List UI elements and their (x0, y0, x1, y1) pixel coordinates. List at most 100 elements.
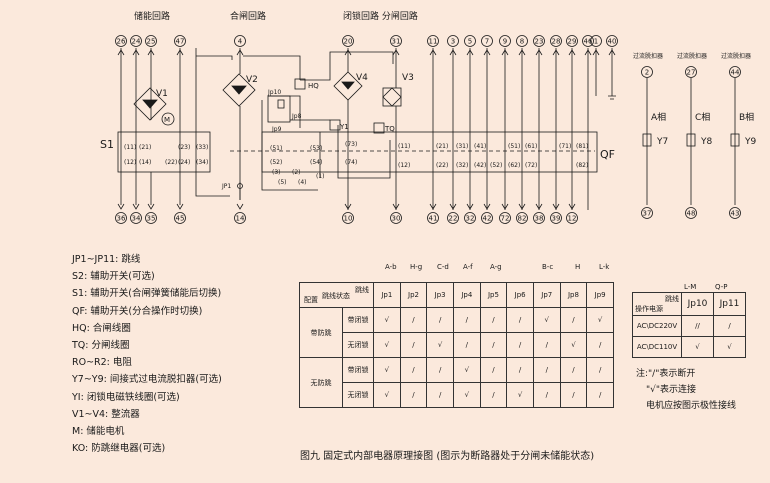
qf-contact-bottom: (12) (398, 162, 410, 169)
terminal-top-9-circle (499, 35, 511, 47)
cell: / (452, 332, 481, 358)
volt-cell: √ (681, 336, 714, 358)
cell: / (506, 307, 534, 333)
terminal-top-11: 11 (429, 38, 438, 46)
terminal-top-9-arrow (501, 49, 509, 56)
volt-head-lm: L-M (684, 283, 697, 291)
oc-bottom-circle (729, 207, 741, 219)
note-connected: "√"表示连接 (646, 385, 697, 395)
qf-contact-top: (81) (576, 143, 588, 150)
volt-corner-jumper: 跳线 (665, 295, 679, 303)
terminal-bottom-22-arrow (449, 203, 457, 210)
v3-label: V3 (402, 73, 414, 83)
jp-column-top-label: A-g (490, 263, 502, 271)
jp-column-top-label: H-g (410, 263, 423, 271)
legend-item: JP1~JP11: 跳线 (72, 254, 141, 265)
terminal-top-8-arrow (518, 49, 526, 56)
v4-label: V4 (356, 73, 368, 83)
terminal-bottom-41-arrow (429, 203, 437, 210)
terminal-top-29-arrow (568, 49, 576, 56)
cell: √ (373, 382, 401, 408)
terminal-bottom-36-arrow (117, 203, 125, 210)
cell: √ (373, 357, 401, 383)
note-open: 注:"/"表示断开 (636, 369, 696, 379)
terminal-top-23: 23 (535, 38, 544, 46)
close-circuit-title: 合闸回路 (230, 10, 266, 22)
terminal-bottom-30-circle (390, 212, 402, 224)
cell: √ (452, 382, 481, 408)
terminal-bottom-32: 32 (466, 215, 475, 223)
cell: √ (506, 382, 534, 408)
cell: √ (452, 357, 481, 383)
oc-bottom-circle (685, 207, 697, 219)
terminal-bottom-82-circle (516, 212, 528, 224)
jp1-label: JP1 (221, 183, 231, 190)
qf-contact-bottom: (62) (508, 162, 520, 169)
terminal-top-24-arrow (132, 49, 140, 56)
cell: / (506, 357, 534, 383)
cell: / (506, 332, 534, 358)
terminal-top-24-circle (130, 35, 142, 47)
terminal-top-31-circle (390, 35, 402, 47)
cell: / (426, 382, 454, 408)
cell: / (399, 307, 428, 333)
volt-cell: // (681, 315, 714, 337)
terminal-top-4: 4 (238, 38, 243, 46)
terminal-top-11-circle (427, 35, 439, 47)
qf-contact-bottom: (72) (525, 162, 537, 169)
qf-contact-bottom: (32) (456, 162, 468, 169)
legend-item: QF: 辅助开关(分合操作时切换) (72, 305, 203, 317)
cell: / (426, 307, 454, 333)
phase-label: C相 (695, 111, 710, 123)
terminal-top-4-circle (234, 35, 246, 47)
s1-box (117, 131, 211, 173)
terminal-top-26-circle (115, 35, 127, 47)
terminal-bottom-72-arrow (501, 203, 509, 210)
terminal-top-31-arrow (392, 49, 400, 56)
s1-contact: (23) (178, 144, 190, 151)
terminal-top-8-circle (516, 35, 528, 47)
phase-label: B相 (739, 111, 754, 123)
terminal-top-23-arrow (535, 49, 543, 56)
qf-contact-bottom: (82) (576, 162, 588, 169)
terminal-top-23-circle (533, 35, 545, 47)
terminal-bottom-42-arrow (483, 203, 491, 210)
legend-item: S2: 辅助开关(可选) (72, 271, 155, 283)
terminal-top-25: 25 (147, 38, 156, 46)
terminal-bottom-38: 38 (535, 215, 544, 223)
terminal-bottom-45: 45 (176, 215, 185, 223)
terminal-top-28-circle (550, 35, 562, 47)
terminal-bottom-34-arrow (132, 203, 140, 210)
s1-contact: (11) (124, 144, 136, 151)
terminal-top-46-circle (582, 35, 594, 47)
terminal-top-1-arrow (592, 49, 600, 56)
cell: / (559, 382, 588, 408)
terminal-bottom-30: 30 (392, 215, 401, 223)
sub-name: 无闭锁 (342, 332, 374, 358)
qf-box (261, 131, 598, 173)
terminal-bottom-10-circle (342, 212, 354, 224)
mid-contact-labels: (51)(53)(73)(74)(52)(54)(3)(2)(5)(4)(1) (270, 141, 357, 186)
terminal-top-5-arrow (466, 49, 474, 56)
oc-top-circle (685, 66, 697, 78)
s1-contact: (22) (165, 159, 177, 166)
mid-contact: (2) (292, 169, 301, 176)
volt-corner: 跳线 操作电源 (632, 292, 682, 316)
volt-cell: √ (713, 336, 746, 358)
cell: / (399, 382, 428, 408)
terminal-top-40-arrow (608, 49, 616, 56)
terminal-bottom-34-circle (130, 212, 142, 224)
legend-item: HQ: 合闸线圈 (72, 322, 131, 334)
overcurrent-release-label: 过流脱扣器 (721, 52, 751, 60)
jp-column-top-label: H (575, 263, 581, 271)
corner-config: 配置 (304, 296, 318, 304)
terminal-top-28-arrow (552, 49, 560, 56)
legend-item: YI: 闭锁电磁铁线圈(可选) (72, 391, 180, 403)
qf-contact-bottom: (42) (474, 162, 486, 169)
terminal-bottom-32-circle (464, 212, 476, 224)
sub-name: 带闭锁 (342, 357, 374, 383)
terminal-top-29: 29 (568, 38, 577, 46)
v1-label: V1 (156, 89, 168, 99)
